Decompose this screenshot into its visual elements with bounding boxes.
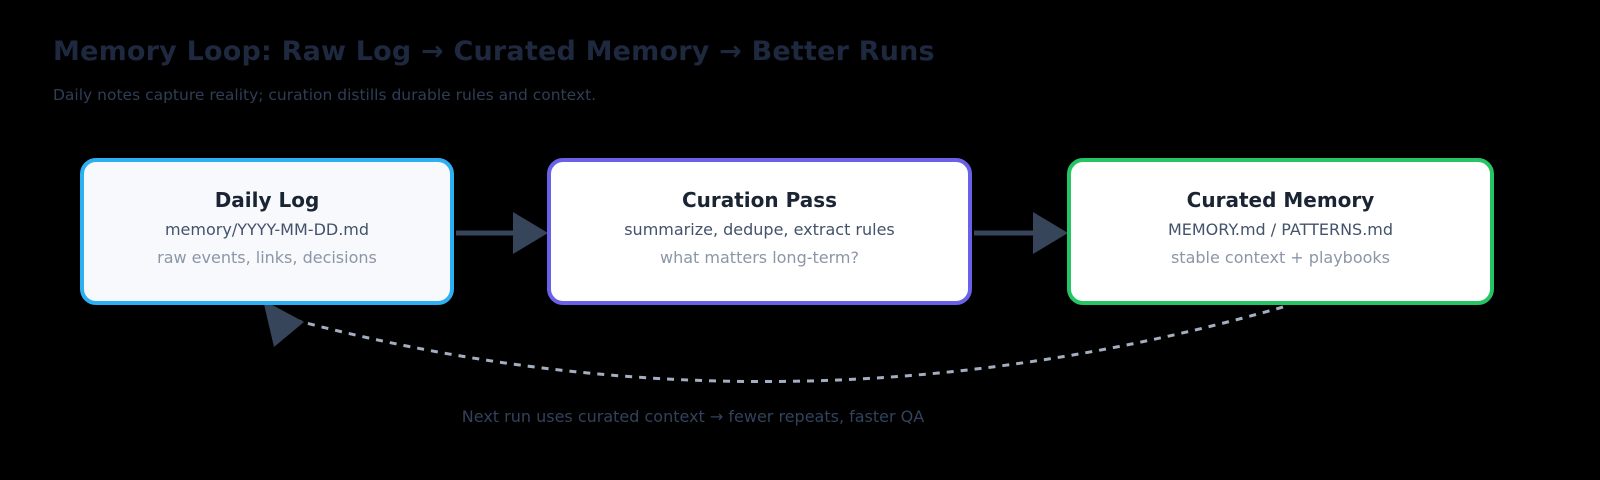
feedback-loop-caption: Next run uses curated context → fewer re…: [461, 407, 925, 426]
arrow-daily-to-curation-head-icon: [513, 212, 548, 254]
arrow-curation-to-memory-head-icon: [1033, 212, 1068, 254]
curated-memory-card: Curated Memory MEMORY.md / PATTERNS.md s…: [1067, 158, 1494, 305]
curation-pass-card: Curation Pass summarize, dedupe, extract…: [547, 158, 972, 305]
curation-pass-card-title: Curation Pass: [681, 188, 838, 212]
feedback-loop-arrowhead-icon: [263, 300, 304, 347]
feedback-loop-dashed-curve: [275, 305, 1284, 384]
daily-log-card-title: Daily Log: [214, 188, 320, 212]
curation-pass-card-description: what matters long-term?: [660, 248, 859, 267]
page-title: Memory Loop: Raw Log → Curated Memory → …: [53, 36, 935, 67]
daily-log-card-description: raw events, links, decisions: [157, 248, 377, 267]
curation-pass-card-actions: summarize, dedupe, extract rules: [624, 220, 895, 239]
curated-memory-card-files: MEMORY.md / PATTERNS.md: [1167, 220, 1394, 239]
daily-log-card-path: memory/YYYY-MM-DD.md: [164, 220, 370, 239]
page-subtitle: Daily notes capture reality; curation di…: [53, 86, 597, 104]
curated-memory-card-description: stable context + playbooks: [1170, 248, 1391, 267]
curated-memory-card-title: Curated Memory: [1186, 188, 1375, 212]
daily-log-card: Daily Log memory/YYYY-MM-DD.md raw event…: [80, 158, 454, 305]
